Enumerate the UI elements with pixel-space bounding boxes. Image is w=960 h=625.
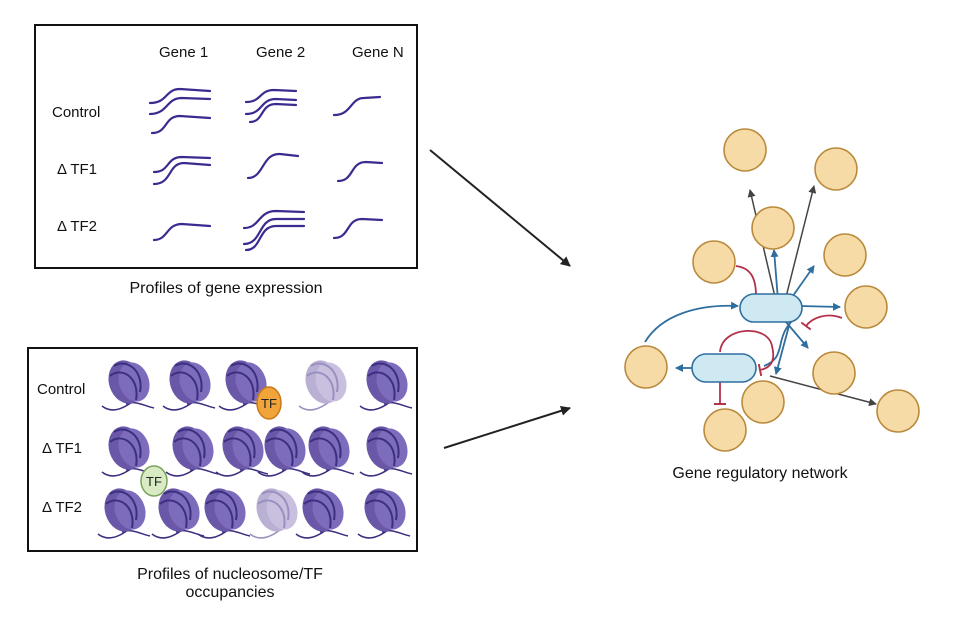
gene-header-1: Gene 1: [159, 44, 209, 61]
nucleosome-to-network-arrow: [443, 405, 571, 449]
network-hub-lower: [691, 353, 757, 383]
expr-curves-control-gene1: [148, 87, 212, 135]
network-nodes: [624, 128, 920, 452]
network-hub-upper: [739, 293, 803, 323]
tf-orange-marker: TF: [256, 386, 282, 420]
expr-curves-tf1-gene1: [152, 155, 212, 186]
gene-expression-panel: [34, 24, 418, 269]
nucleosome-caption: Profiles of nucleosome/TF occupancies: [137, 566, 323, 601]
svg-text:TF: TF: [146, 474, 162, 489]
expression-caption: Profiles of gene expression: [129, 280, 323, 297]
expr-curves-tf2-gene1: [152, 222, 212, 242]
tf-green-marker: TF: [140, 465, 168, 497]
nuc-condition-tf2: Δ TF2: [42, 499, 83, 516]
expr-curves-tf2-gene2: [242, 209, 306, 252]
expr-curves-tf1-genen: [336, 160, 384, 183]
expr-curves-control-genen: [332, 95, 382, 117]
expr-condition-tf2: Δ TF2: [57, 218, 98, 235]
expr-condition-control: Control: [52, 104, 101, 121]
expr-condition-tf1: Δ TF1: [57, 161, 98, 178]
nuc-condition-control: Control: [37, 381, 86, 398]
gene-header-2: Gene 2: [256, 44, 306, 61]
expr-curves-tf1-gene2: [246, 152, 300, 180]
svg-text:TF: TF: [261, 396, 277, 411]
expr-curves-control-gene2: [244, 88, 298, 124]
nuc-condition-tf1: Δ TF1: [42, 440, 83, 457]
expression-to-network-arrow: [429, 149, 571, 267]
gene-header-n: Gene N: [352, 44, 404, 61]
network-caption: Gene regulatory network: [672, 465, 848, 482]
expr-curves-tf2-genen: [332, 217, 384, 240]
